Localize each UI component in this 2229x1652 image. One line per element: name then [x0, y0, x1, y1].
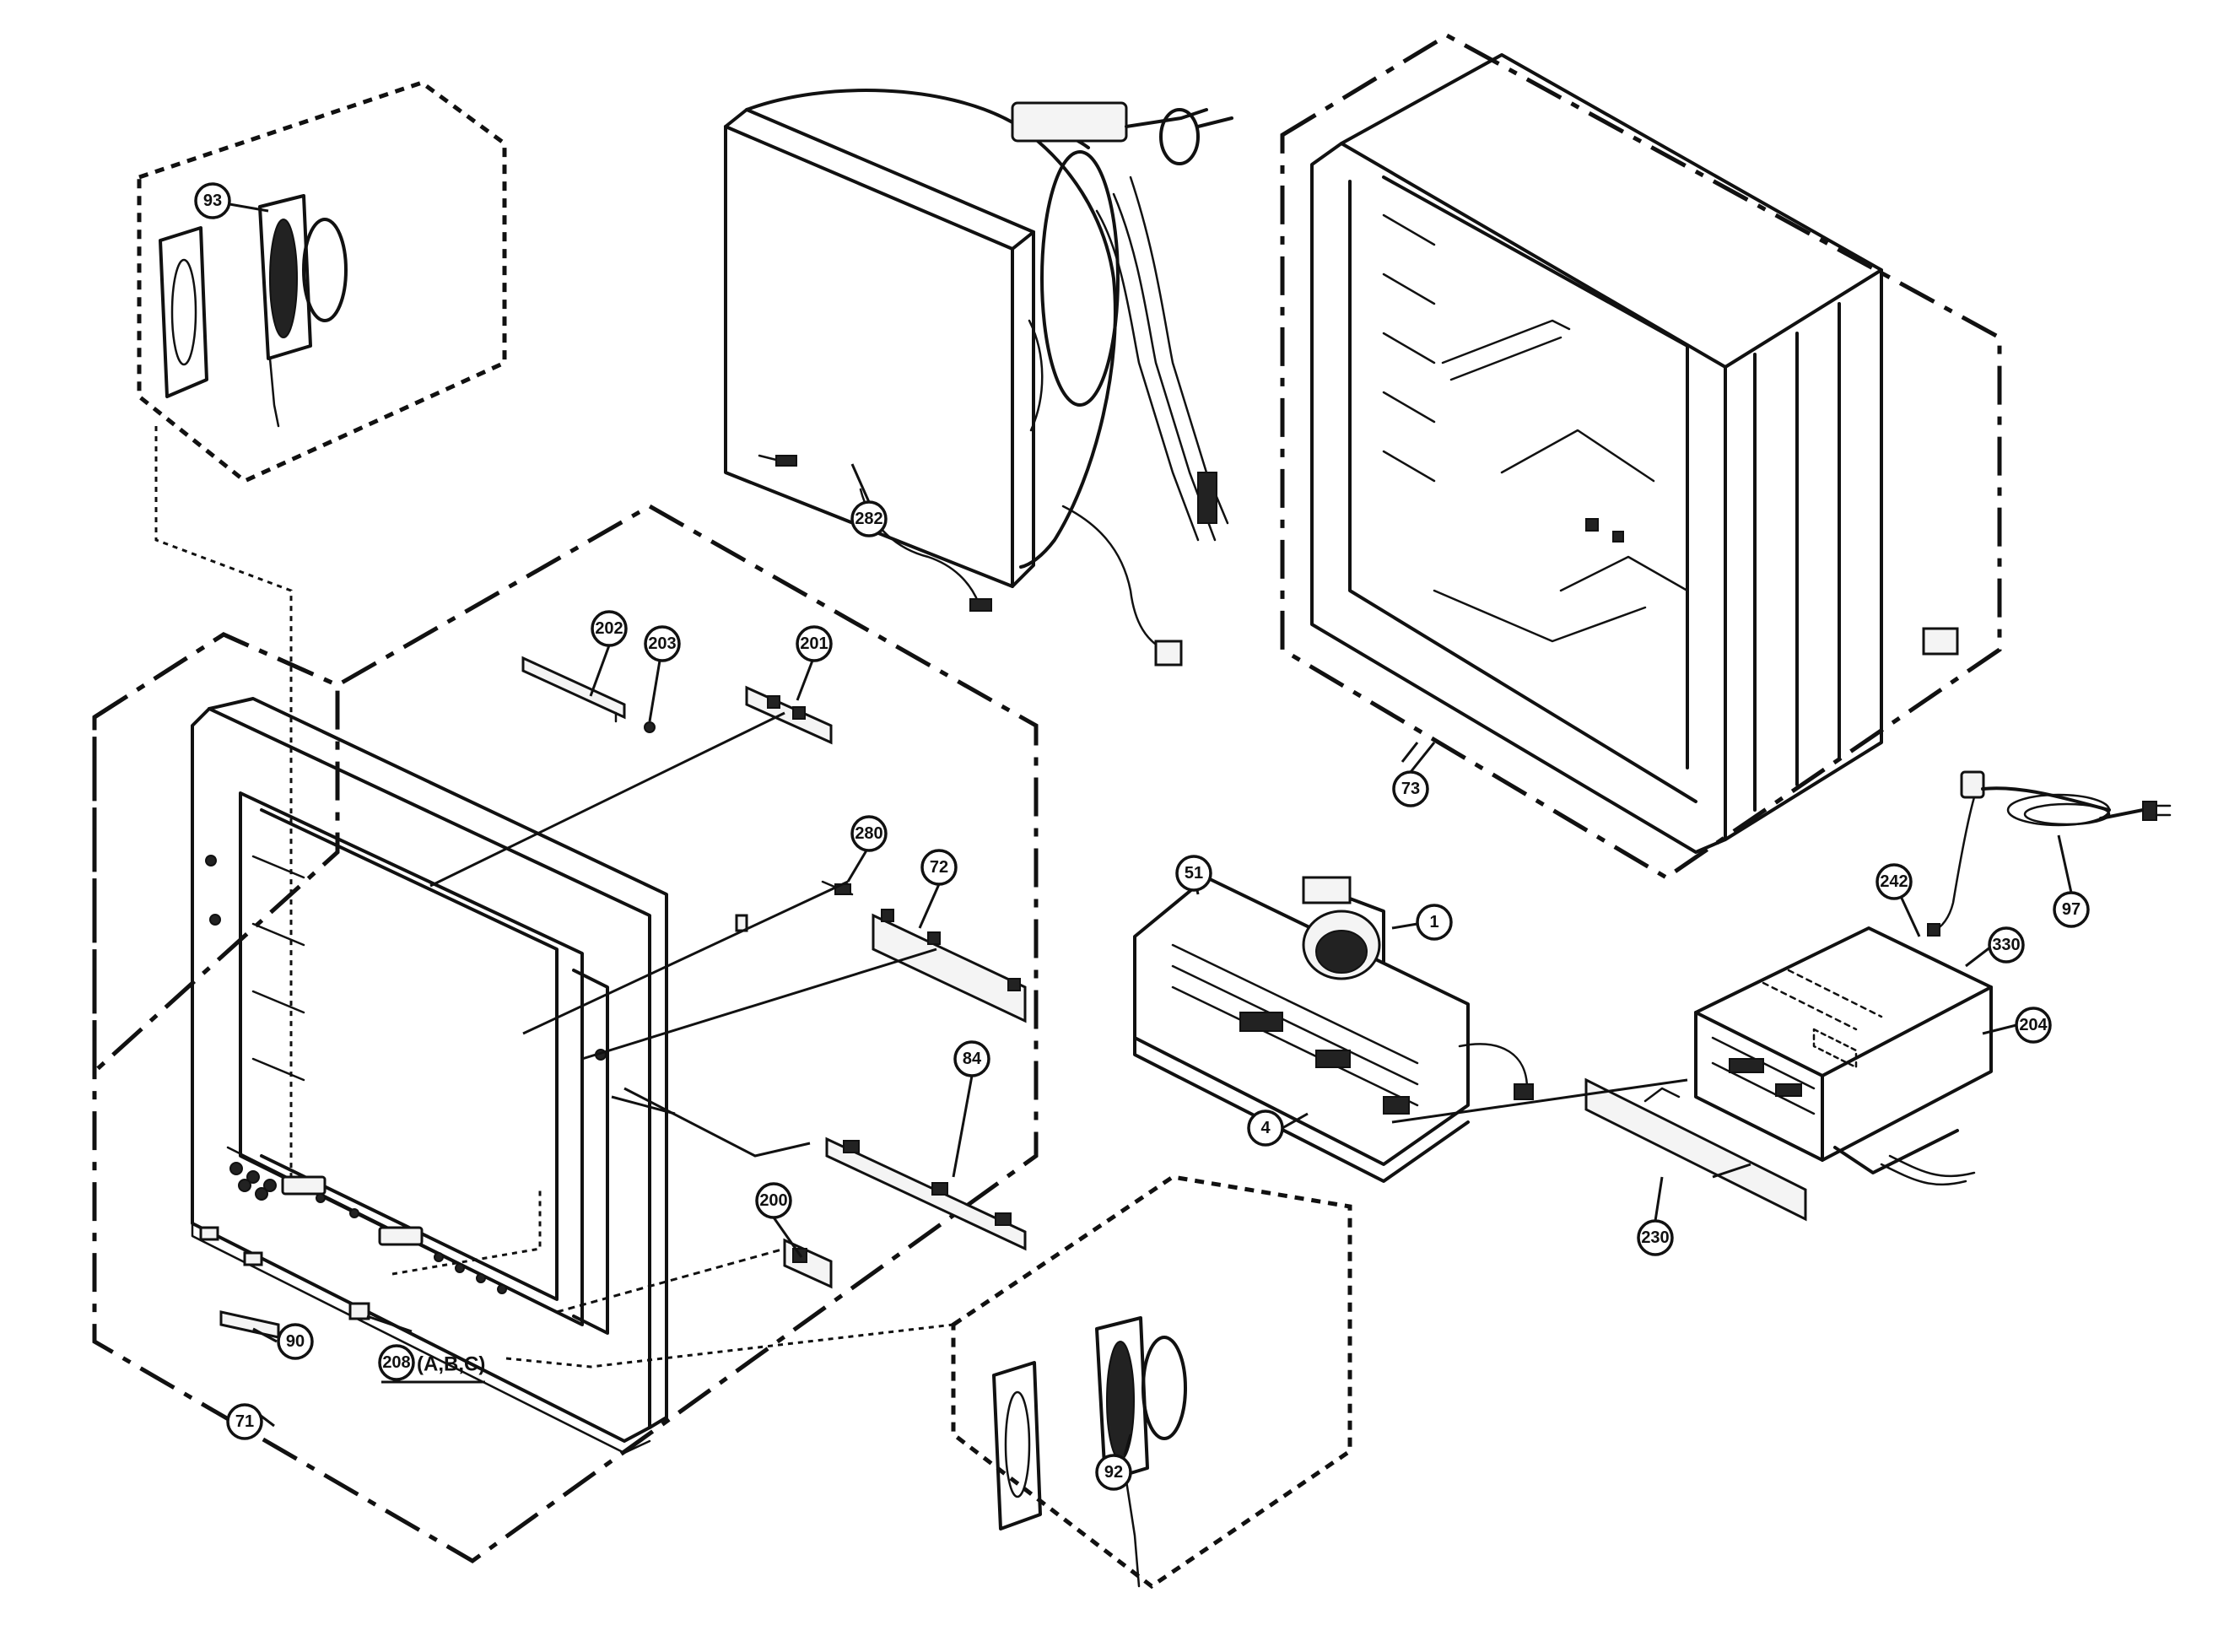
svg-text:330: 330	[1992, 936, 2020, 954]
svg-text:204: 204	[2019, 1016, 2048, 1034]
callout-204: 204	[2015, 1007, 2052, 1044]
picture-tube	[724, 89, 1233, 667]
svg-text:73: 73	[1401, 780, 1420, 798]
callout-203: 203	[644, 625, 681, 662]
callout-282: 282	[850, 500, 888, 537]
board-72	[872, 909, 1027, 1023]
callout-201: 201	[796, 625, 833, 662]
callout-73: 73	[1392, 770, 1429, 807]
svg-text:71: 71	[235, 1412, 254, 1431]
svg-text:202: 202	[595, 619, 623, 638]
svg-text:84: 84	[963, 1050, 982, 1068]
screw-203	[644, 721, 656, 733]
svg-text:200: 200	[759, 1191, 787, 1210]
callout-200: 200	[755, 1182, 792, 1219]
svg-text:201: 201	[800, 634, 828, 653]
callout-280: 280	[850, 815, 888, 852]
main-pcb	[1694, 926, 1993, 1186]
callout-242: 242	[1875, 863, 1913, 900]
vcr-mechanism	[1133, 876, 1534, 1183]
callout-92: 92	[1095, 1454, 1132, 1491]
callout-71: 71	[226, 1403, 263, 1440]
callout-93: 93	[194, 182, 231, 219]
callout-4: 4	[1247, 1109, 1284, 1147]
button-board-84	[825, 1136, 1027, 1251]
callout-51: 51	[1175, 855, 1212, 892]
part-90	[219, 1310, 280, 1339]
power-cord	[1927, 770, 2172, 937]
svg-text:92: 92	[1104, 1463, 1123, 1482]
group-boundary-rear-cabinet	[1280, 33, 2002, 880]
group-boundary-front-cabinet	[92, 632, 340, 1077]
callout-1: 1	[1416, 904, 1453, 941]
button-board-201	[745, 685, 833, 745]
svg-text:230: 230	[1641, 1228, 1669, 1247]
switch-200	[783, 1238, 833, 1289]
group-boundary-inner-parts	[92, 504, 1039, 1563]
svg-text:1: 1	[1429, 913, 1438, 931]
front-bar-230	[1584, 1077, 1807, 1222]
callout-208: 208 (A,B,C)	[378, 1344, 485, 1384]
part-208	[348, 1302, 370, 1320]
speaker-lower	[992, 1316, 1187, 1588]
svg-text:72: 72	[930, 858, 948, 877]
callout-84: 84	[953, 1040, 990, 1077]
svg-text:280: 280	[855, 824, 882, 843]
front-cabinet	[191, 697, 668, 1455]
svg-text:93: 93	[203, 192, 222, 210]
callout-230: 230	[1637, 1219, 1674, 1256]
svg-text:282: 282	[855, 510, 882, 528]
callout-leaders	[229, 202, 2073, 1456]
svg-text:203: 203	[648, 634, 676, 653]
svg-text:(A,B,C): (A,B,C)	[417, 1353, 485, 1376]
speaker-upper	[159, 194, 348, 428]
callout-97: 97	[2053, 891, 2090, 928]
callout-202: 202	[591, 610, 628, 647]
svg-text:51: 51	[1185, 864, 1203, 883]
svg-text:90: 90	[286, 1332, 305, 1351]
callout-330: 330	[1988, 926, 2025, 964]
svg-text:208: 208	[382, 1353, 410, 1372]
assembly-lines	[154, 426, 1751, 1369]
bracket-202	[521, 656, 626, 723]
callout-72: 72	[920, 849, 958, 886]
svg-text:97: 97	[2062, 900, 2081, 919]
rear-cabinet	[1310, 53, 1959, 854]
svg-text:4: 4	[1260, 1119, 1271, 1137]
svg-text:242: 242	[1880, 872, 1908, 891]
callout-90: 90	[277, 1323, 314, 1360]
